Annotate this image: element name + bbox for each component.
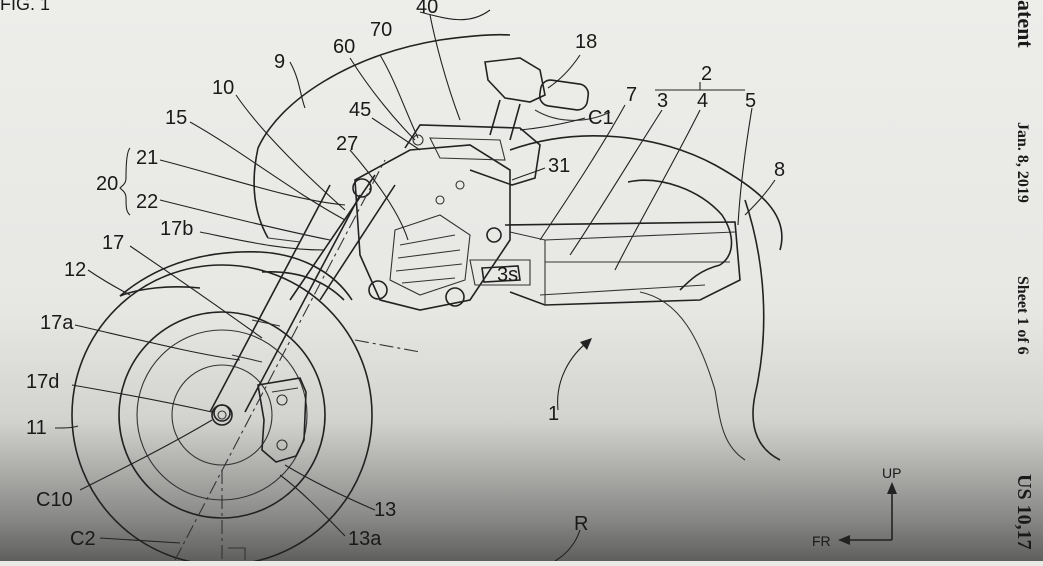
label-17a: 17a [40, 312, 74, 334]
figure-title: FIG. 1 [0, 0, 50, 14]
label-70: 70 [370, 19, 392, 41]
label-R: R [574, 513, 588, 535]
label-9: 9 [274, 51, 285, 73]
label-40: 40 [416, 0, 438, 18]
label-8: 8 [774, 159, 785, 181]
label-3s: 3s [497, 264, 518, 286]
label-17d: 17d [26, 371, 59, 393]
windscreen [253, 33, 511, 243]
label-2: 2 [701, 63, 712, 85]
label-18: 18 [575, 31, 597, 53]
label-22: 22 [136, 191, 158, 213]
label-45: 45 [349, 99, 371, 121]
direction-indicator [838, 482, 897, 545]
label-60: 60 [333, 36, 355, 58]
label-17: 17 [102, 232, 124, 254]
label-7: 7 [626, 84, 637, 106]
label-1: 1 [548, 403, 559, 425]
reference-labels: FIG. 1 40 70 60 18 9 2 10 7 3 4 5 45 C1 … [0, 0, 901, 550]
handle-mount [404, 124, 541, 186]
label-C2: C2 [70, 528, 96, 550]
label-5: 5 [745, 90, 756, 112]
label-4: 4 [697, 90, 708, 112]
label-13: 13 [374, 499, 396, 521]
sidebar-sheet: Sheet 1 of 6 [1014, 276, 1031, 355]
label-UP: UP [882, 465, 901, 481]
label-C1: C1 [588, 107, 614, 129]
label-17b: 17b [160, 218, 193, 240]
label-20: 20 [96, 173, 118, 195]
label-15: 15 [165, 107, 187, 129]
label-21: 21 [136, 147, 158, 169]
sidebar-date: Jan. 8, 2019 [1014, 122, 1031, 203]
handlebar [484, 57, 611, 141]
label-10: 10 [212, 77, 234, 99]
label-C10: C10 [36, 489, 73, 511]
label-31: 31 [548, 155, 570, 177]
label-27: 27 [336, 133, 358, 155]
front-fork [209, 174, 396, 422]
label-FR: FR [812, 533, 831, 549]
steering-head [352, 144, 511, 311]
front-cover [509, 135, 783, 461]
patent-sidebar: atent Jan. 8, 2019 Sheet 1 of 6 US 10,17 [1013, 0, 1038, 550]
main-frame [469, 221, 741, 306]
leader-lines [54, 9, 776, 562]
sidebar-patent: atent [1013, 0, 1038, 48]
label-3: 3 [657, 90, 668, 112]
label-13a: 13a [348, 528, 382, 550]
label-12: 12 [64, 259, 86, 281]
sidebar-number: US 10,17 [1013, 474, 1035, 550]
label-11: 11 [26, 417, 47, 439]
brake-caliper [257, 377, 307, 463]
axis-lines [174, 159, 421, 561]
